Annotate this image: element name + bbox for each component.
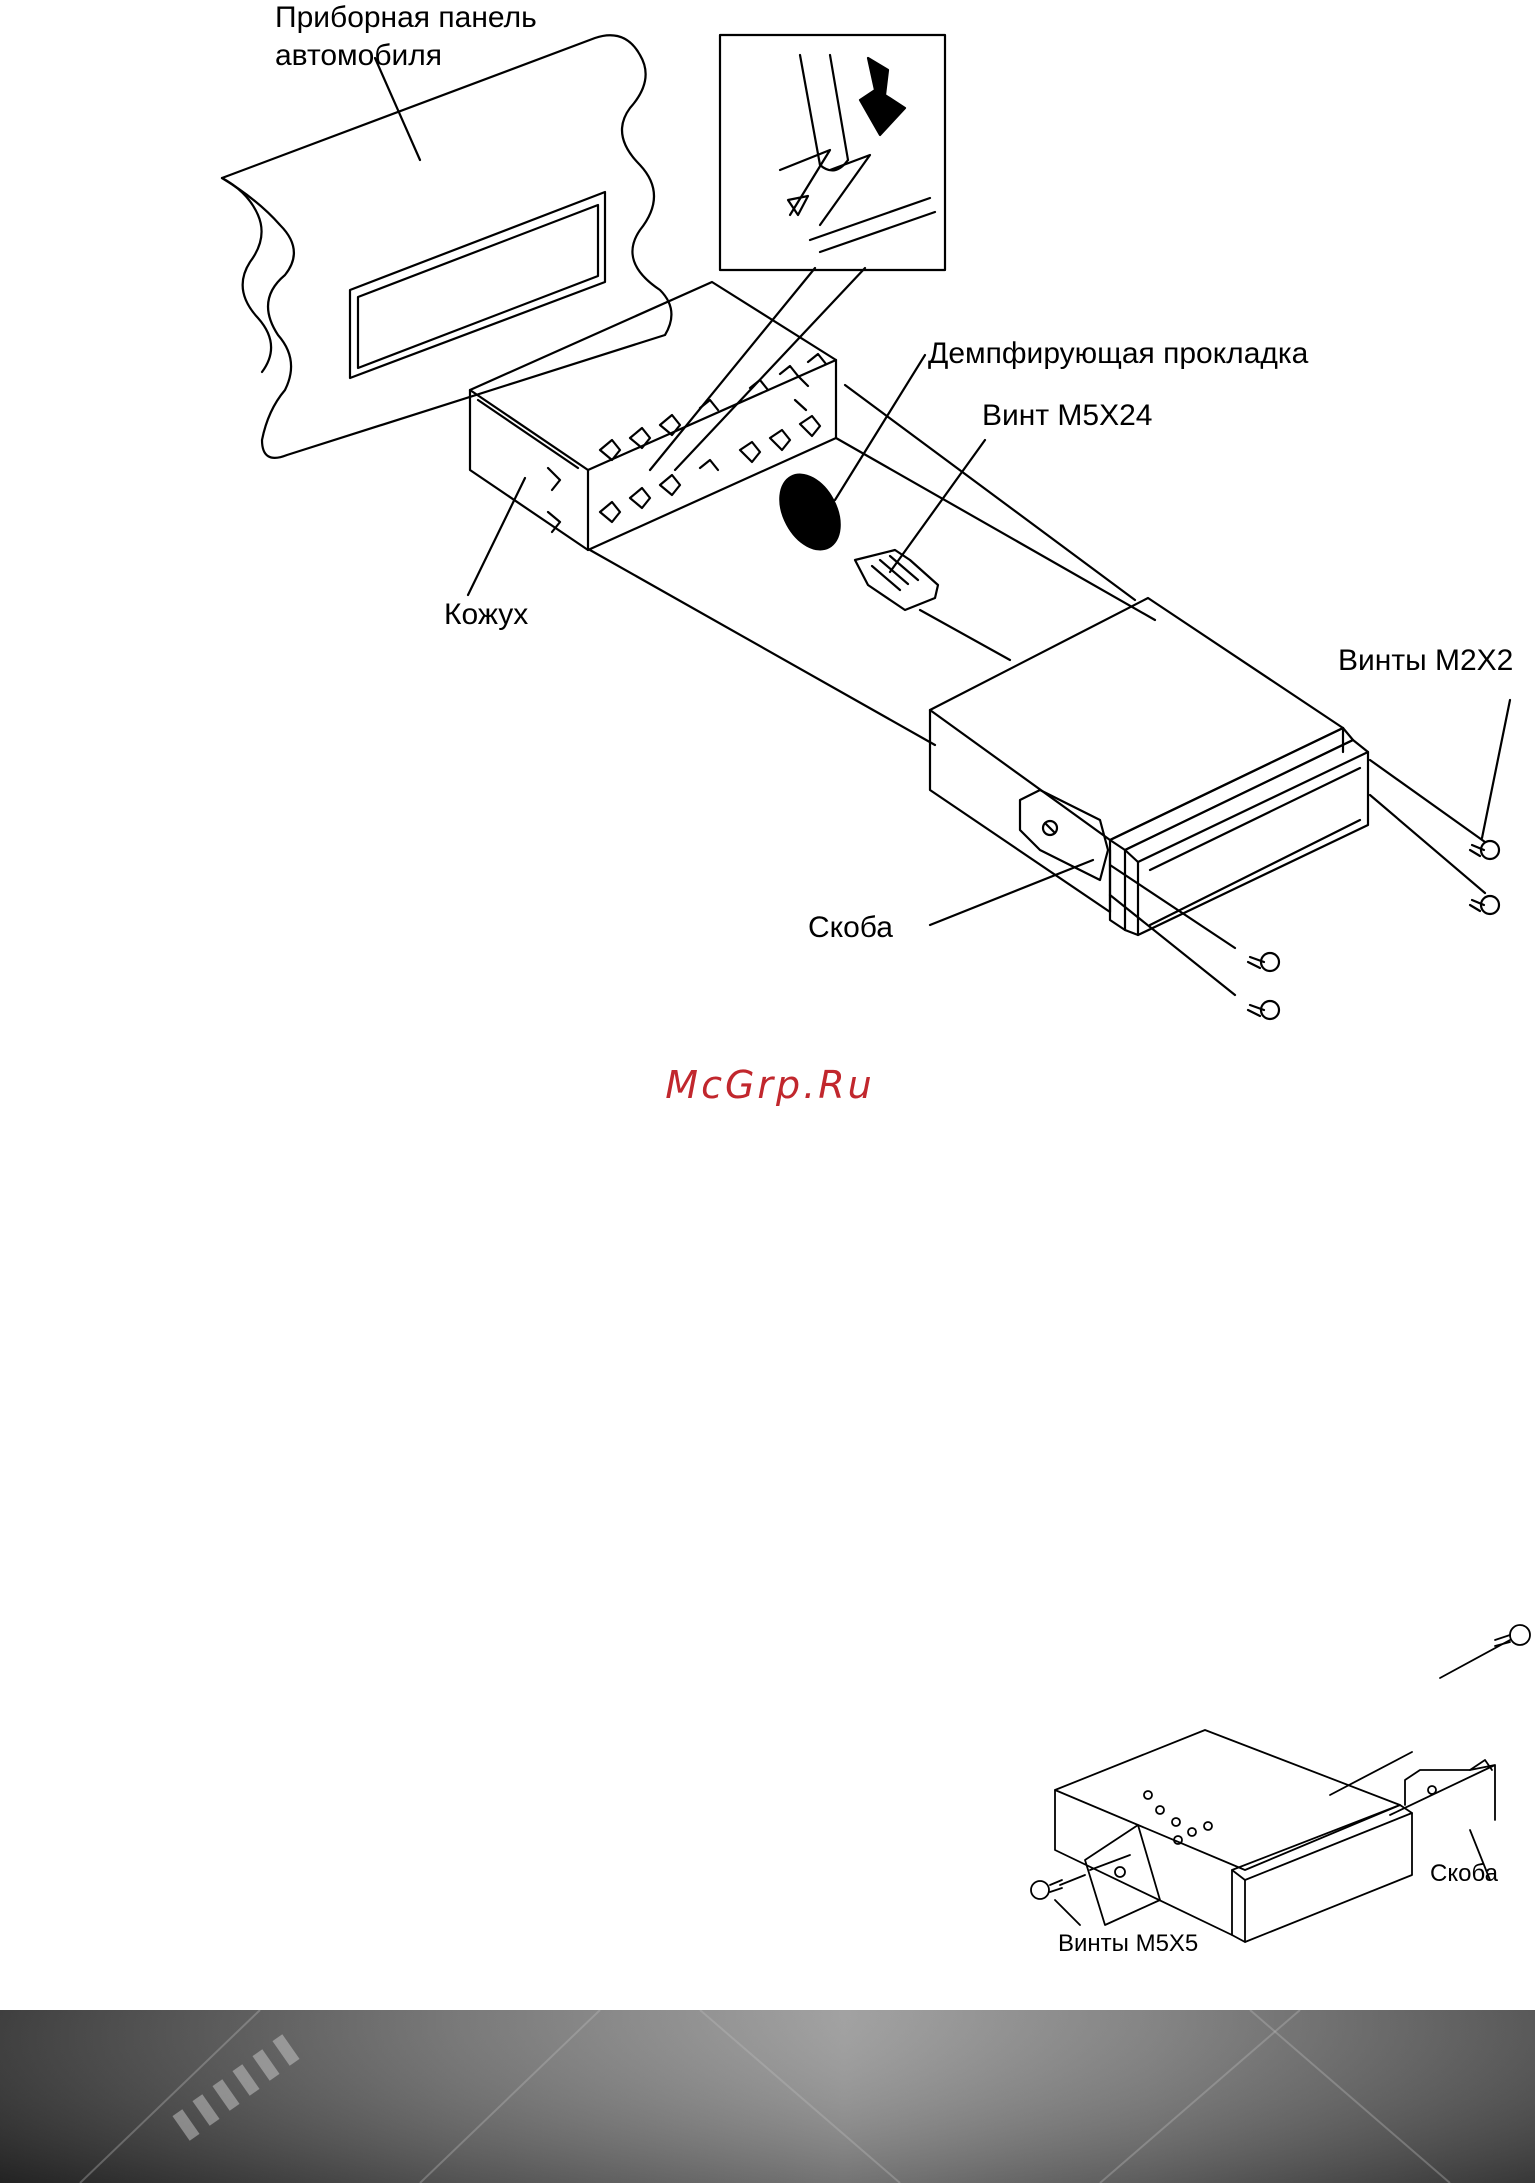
- screw-m5x24: [855, 440, 985, 610]
- label-bracket-small: Скоба: [1430, 1860, 1498, 1888]
- label-dashboard-line1: Приборная панель: [275, 0, 537, 36]
- screws-m2x2: [1470, 700, 1510, 914]
- watermark-text: McGrp.Ru: [0, 1063, 1540, 1107]
- screws-front: [1248, 953, 1279, 1019]
- zoom-inset: [650, 35, 945, 470]
- footer-background-image: [0, 2010, 1535, 2183]
- sleeve: [468, 282, 836, 595]
- label-damping-pad: Демпфирующая прокладка: [928, 336, 1308, 372]
- footer-band: [0, 2010, 1535, 2183]
- label-sleeve: Кожух: [444, 597, 528, 633]
- label-screws-m2x2: Винты M2X2: [1338, 643, 1513, 679]
- label-dashboard-line2: автомобиля: [275, 38, 442, 74]
- small-diagram: [1031, 1625, 1530, 1942]
- label-screw-m5x24: Винт M5X24: [982, 398, 1152, 434]
- label-screws-m5x5: Винты M5X5: [1058, 1930, 1198, 1958]
- label-bracket: Скоба: [808, 910, 893, 946]
- dashboard-panel: [222, 35, 671, 458]
